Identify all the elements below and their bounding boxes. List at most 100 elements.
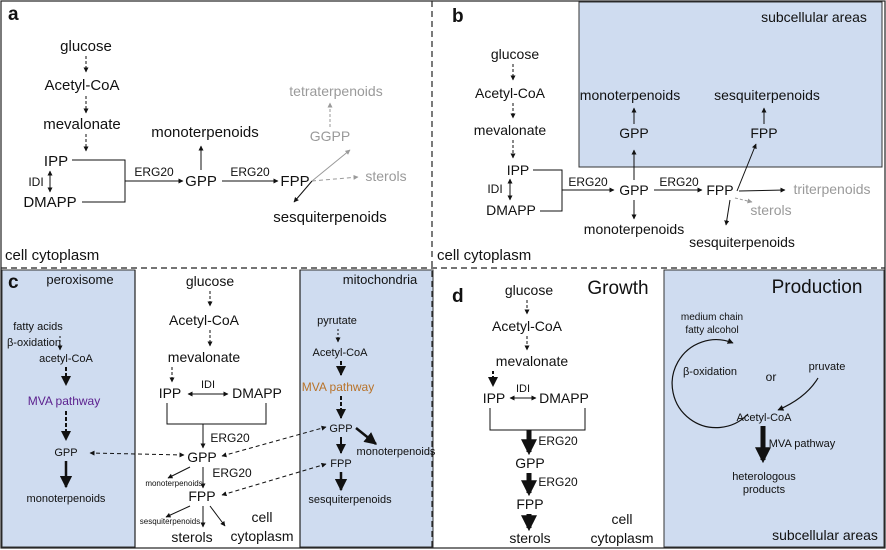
sterols-label: sterols — [509, 530, 550, 546]
erg20-label-1: ERG20 — [134, 165, 174, 179]
erg20-label-2: ERG20 — [230, 165, 270, 179]
acetyl-coa-label: Acetyl-CoA — [44, 77, 119, 94]
glucose-label: glucose — [491, 46, 539, 62]
mito-gpp-label: GPP — [329, 423, 352, 435]
erg20-label-1: ERG20 — [538, 434, 578, 448]
sub-fpp-label: FPP — [750, 125, 777, 141]
gpp-label: GPP — [187, 449, 217, 465]
idi-label: IDI — [487, 182, 502, 196]
erg20-label-1: ERG20 — [568, 175, 608, 189]
perox-gpp-label: GPP — [54, 447, 77, 459]
sterols-label: sterols — [365, 168, 406, 184]
gpp-label: GPP — [185, 173, 217, 190]
perox-mva-label: MVA pathway — [28, 394, 100, 408]
mito-mva-label: MVA pathway — [302, 380, 374, 394]
idi-label: IDI — [28, 175, 43, 189]
mevalonate-label: mevalonate — [496, 353, 569, 369]
dmapp-label: DMAPP — [23, 194, 76, 211]
dmapp-label: DMAPP — [539, 390, 589, 406]
mito-sesquiterpenoids-label: sesquiterpenoids — [308, 494, 392, 506]
mevalonate-label: mevalonate — [474, 122, 547, 138]
cell-label: cell — [251, 509, 272, 525]
monoterpenoids-label: monoterpenoids — [584, 221, 684, 237]
pruvate-label: pruvate — [809, 361, 846, 373]
cell-label: cell — [611, 511, 632, 527]
fpp-label: FPP — [516, 496, 543, 512]
panel-c-letter: c — [8, 272, 19, 293]
glucose-label: glucose — [60, 38, 112, 55]
fpp-label: FPP — [280, 173, 309, 190]
perox-monoterpenoids-label: monoterpenoids — [27, 493, 106, 505]
pyrutate-label: pyrutate — [317, 315, 357, 327]
beta-oxidation-label: β-oxidation — [683, 366, 737, 378]
cell-cytoplasm-label: cell cytoplasm — [437, 247, 531, 264]
erg20-label-1: ERG20 — [210, 431, 250, 445]
products-label: products — [743, 484, 786, 496]
sesquiterpenoids-label: sesquiterpenoids — [273, 209, 386, 226]
ipp-label: IPP — [507, 162, 530, 178]
erg20-label-2: ERG20 — [538, 475, 578, 489]
mito-monoterpenoids-label: monoterpenoids — [357, 446, 436, 458]
perox-acetyl-coa-label: acetyl-CoA — [39, 353, 93, 365]
panel-d-production-area — [663, 269, 885, 548]
subcellular-areas-label: subcellular areas — [761, 9, 867, 25]
dmapp-label: DMAPP — [486, 202, 536, 218]
sterols-label: sterols — [171, 529, 212, 545]
subcellular-areas-label: subcellular areas — [772, 527, 878, 543]
mitochondria-label: mitochondria — [343, 272, 418, 287]
sesquiterpenoids-label: sesquiterpenoids — [689, 234, 795, 250]
mevalonate-label: mevalonate — [43, 116, 121, 133]
mva-pathway-label: MVA pathway — [769, 438, 836, 450]
mito-acetyl-coa-label: Acetyl-CoA — [312, 347, 368, 359]
panel-b: b subcellular areas glucose Acetyl-CoA m… — [437, 6, 871, 264]
sterols-label: sterols — [750, 202, 791, 218]
triterpenoids-label: triterpenoids — [793, 181, 870, 197]
ipp-label: IPP — [159, 385, 182, 401]
peroxisome-label: peroxisome — [46, 272, 113, 287]
erg20-label-2: ERG20 — [659, 175, 699, 189]
growth-label: Growth — [587, 278, 648, 299]
production-label: Production — [772, 277, 863, 298]
panel-d: d Growth glucose Acetyl-CoA mevalonate I… — [452, 277, 878, 546]
panel-a-letter: a — [8, 4, 19, 25]
cytoplasm-label: cytoplasm — [230, 528, 293, 544]
gpp-label: GPP — [619, 182, 649, 198]
fatty-acids-label: fatty acids — [13, 321, 63, 333]
cell-cytoplasm-label: cell cytoplasm — [5, 247, 99, 264]
ipp-label: IPP — [483, 390, 506, 406]
sub-sesquiterpenoids-label: sesquiterpenoids — [714, 87, 820, 103]
panel-c: c peroxisome fatty acids β-oxidation ace… — [7, 272, 436, 545]
mito-fpp-label: FPP — [330, 458, 351, 470]
acetyl-coa-label: Acetyl-CoA — [492, 318, 563, 334]
heterologous-label: heterologous — [732, 471, 796, 483]
erg20-label-2: ERG20 — [212, 466, 252, 480]
acetyl-coa-label: Acetyl-CoA — [169, 312, 240, 328]
acetyl-coa-label: Acetyl-CoA — [475, 85, 546, 101]
idi-label: IDI — [516, 383, 530, 395]
medium-chain-label: medium chain — [681, 312, 743, 323]
panel-c-peroxisome-area — [1, 269, 136, 548]
fpp-label: FPP — [188, 488, 215, 504]
monoterpenoids-label: monoterpenoids — [151, 124, 259, 141]
panel-a: a glucose Acetyl-CoA mevalonate IPP IDI … — [5, 4, 407, 264]
prod-acetyl-coa-label: Acetyl-CoA — [736, 412, 792, 424]
or-label: or — [766, 370, 777, 384]
panel-c-mitochondria-area — [299, 269, 434, 548]
cytoplasm-label: cytoplasm — [590, 530, 653, 546]
small-sesquiterpenoids-label: sesquiterpenoids — [140, 517, 200, 526]
fatty-alcohol-label: fatty alcohol — [685, 325, 738, 336]
panel-d-letter: d — [452, 286, 464, 307]
tetraterpenoids-label: tetraterpenoids — [289, 83, 382, 99]
idi-label: IDI — [201, 379, 215, 391]
beta-oxidation-label: β-oxidation — [7, 337, 61, 349]
ggpp-label: GGPP — [310, 128, 350, 144]
fpp-label: FPP — [706, 182, 733, 198]
dmapp-label: DMAPP — [232, 385, 282, 401]
gpp-label: GPP — [515, 455, 545, 471]
glucose-label: glucose — [186, 273, 234, 289]
ipp-label: IPP — [44, 153, 68, 170]
glucose-label: glucose — [505, 282, 553, 298]
sub-monoterpenoids-label: monoterpenoids — [580, 87, 680, 103]
